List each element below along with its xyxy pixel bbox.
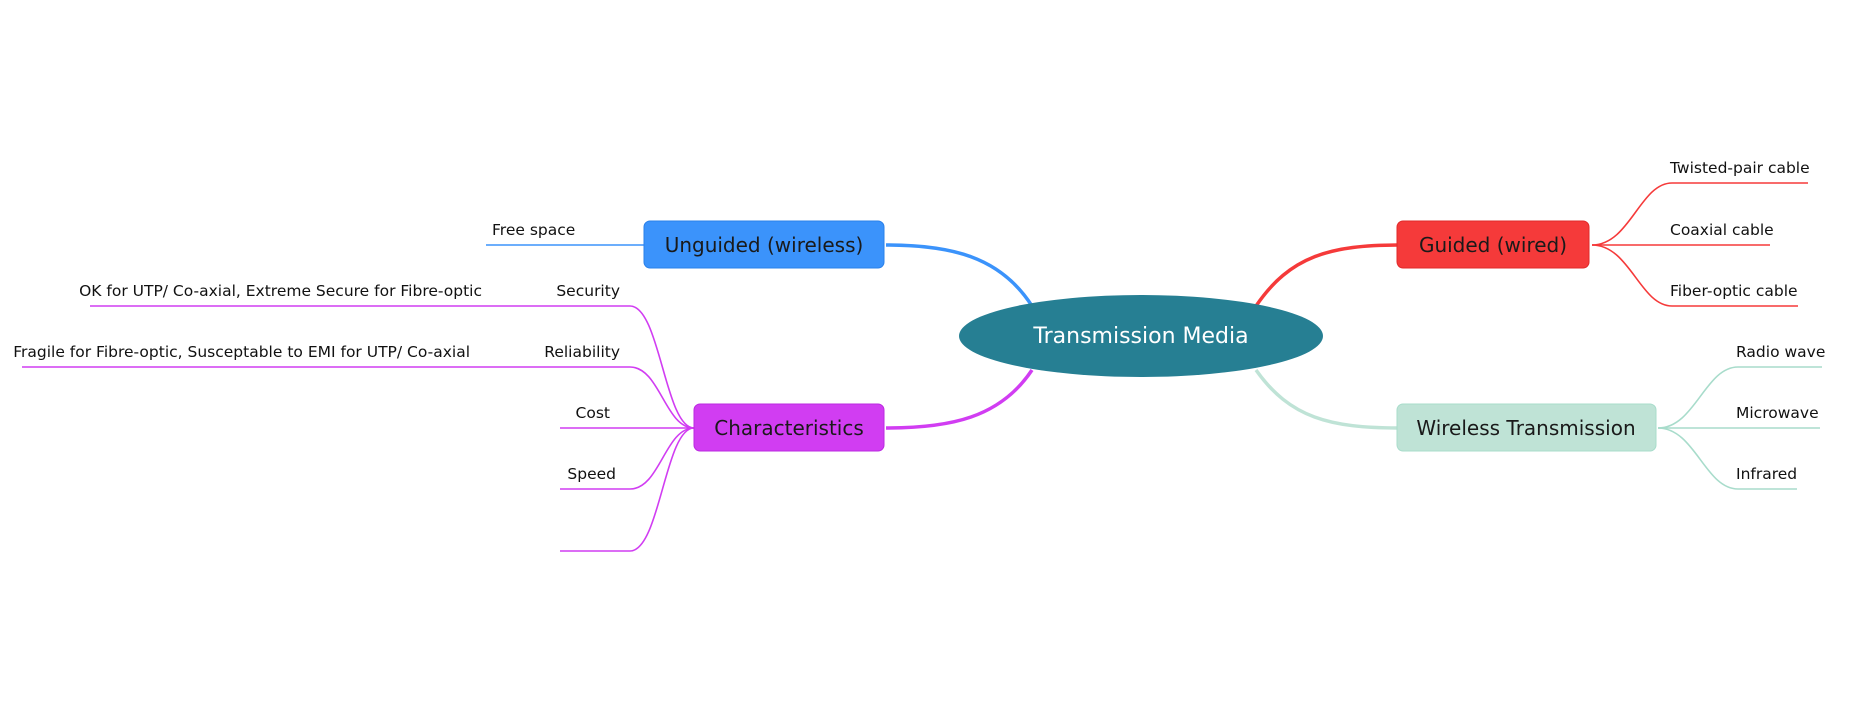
topic-wireless-transmission[interactable]: Wireless Transmission: [1396, 403, 1657, 452]
topic-guided[interactable]: Guided (wired): [1396, 220, 1590, 269]
leaf-security[interactable]: Security: [556, 282, 620, 300]
topic-characteristics-shape: [693, 403, 885, 452]
wireless-leaf-line-3: [1657, 427, 1797, 490]
characteristics-leaf-line-empty: [560, 427, 695, 552]
connector-characteristics: [885, 369, 1034, 430]
characteristics-leaf-lines: [22, 305, 695, 552]
connector-guided: [1254, 243, 1401, 307]
characteristics-leaf-line-security: [90, 305, 695, 429]
leaf-cost[interactable]: Cost: [576, 404, 610, 422]
leaf-fiber-optic-cable[interactable]: Fiber-optic cable: [1670, 282, 1798, 300]
topic-unguided-shape: [643, 220, 885, 269]
guided-leaf-line-3: [1591, 244, 1798, 307]
leaf-reliability-detail[interactable]: Fragile for Fibre-optic, Susceptable to …: [13, 343, 470, 361]
leaf-microwave[interactable]: Microwave: [1736, 404, 1819, 422]
connector-wireless: [1254, 368, 1401, 430]
leaf-coaxial-cable[interactable]: Coaxial cable: [1670, 221, 1774, 239]
wireless-leaf-line-1: [1657, 366, 1822, 429]
leaf-security-detail[interactable]: OK for UTP/ Co-axial, Extreme Secure for…: [79, 282, 482, 300]
center-topic-label: Transmission Media: [1032, 324, 1248, 349]
leaf-free-space[interactable]: Free space: [492, 221, 575, 239]
topic-guided-label: Guided (wired): [1419, 233, 1567, 257]
leaf-speed[interactable]: Speed: [567, 465, 616, 483]
leaf-twisted-pair-cable[interactable]: Twisted-pair cable: [1669, 159, 1810, 177]
leaf-reliability[interactable]: Reliability: [544, 343, 620, 361]
center-topic-shape: [959, 295, 1323, 377]
characteristics-leaf-line-speed: [560, 427, 695, 490]
topic-wireless-transmission-label: Wireless Transmission: [1416, 416, 1635, 440]
topic-characteristics-label: Characteristics: [714, 416, 864, 440]
topic-wireless-transmission-shape: [1396, 403, 1657, 452]
guided-leaf-lines: [1591, 182, 1808, 307]
guided-leaf-line-1: [1591, 182, 1808, 246]
leaf-radio-wave[interactable]: Radio wave: [1736, 343, 1825, 361]
topic-characteristics[interactable]: Characteristics: [693, 403, 885, 452]
topic-guided-shape: [1396, 220, 1590, 269]
characteristics-leaf-line-reliability: [22, 366, 695, 429]
center-topic[interactable]: Transmission Media: [959, 295, 1323, 377]
connector-unguided: [885, 243, 1034, 307]
topic-unguided-label: Unguided (wireless): [665, 233, 864, 257]
leaf-infrared[interactable]: Infrared: [1736, 465, 1797, 483]
wireless-leaf-lines: [1657, 366, 1822, 490]
topic-unguided[interactable]: Unguided (wireless): [643, 220, 885, 269]
